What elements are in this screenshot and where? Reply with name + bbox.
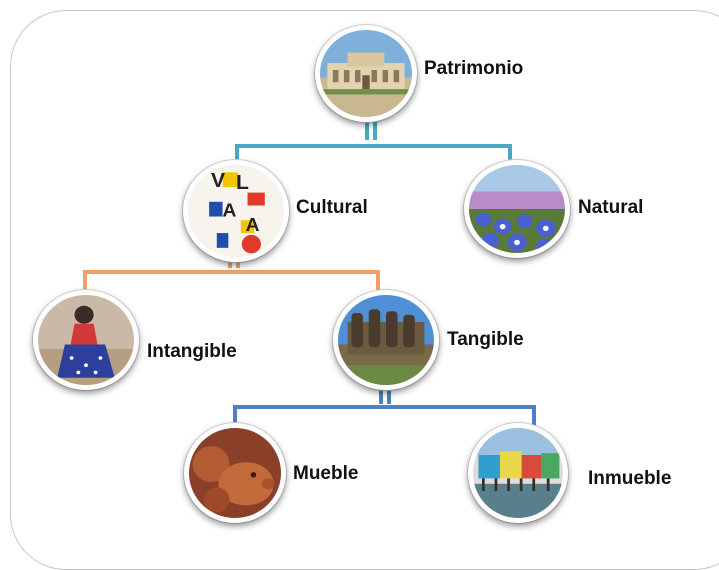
tangible-image	[333, 290, 439, 390]
mueble-image	[184, 423, 286, 523]
svg-text:L: L	[236, 171, 249, 194]
connector-lines	[83, 118, 536, 430]
inmueble-label: Inmueble	[588, 468, 672, 489]
patrimonio-image	[315, 25, 417, 122]
patrimonio-label: Patrimonio	[424, 58, 524, 79]
cultural-image: V L A A	[183, 160, 289, 262]
svg-text:V: V	[211, 169, 225, 192]
connector-patrimonio	[235, 118, 512, 166]
natural-image	[464, 160, 570, 258]
cultural-label: Cultural	[296, 197, 368, 218]
tangible-label: Tangible	[447, 329, 524, 350]
svg-text:A: A	[246, 215, 260, 236]
svg-text:A: A	[223, 200, 237, 221]
connector-cultural	[83, 262, 380, 296]
mueble-label: Mueble	[293, 463, 359, 484]
natural-label: Natural	[578, 197, 644, 218]
inmueble-image	[468, 423, 568, 523]
connector-tangible	[233, 390, 536, 430]
intangible-image	[33, 290, 139, 390]
intangible-label: Intangible	[147, 341, 237, 362]
